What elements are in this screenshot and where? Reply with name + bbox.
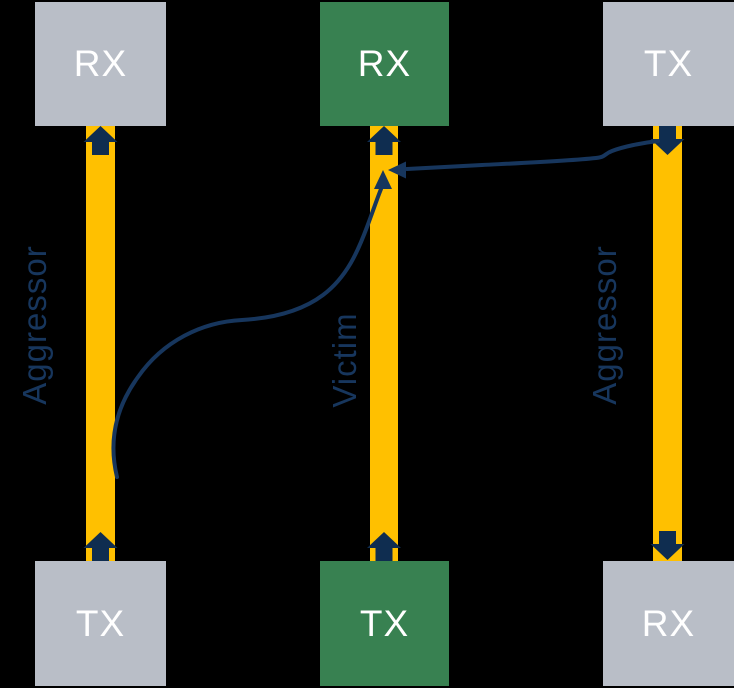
label-left-aggressor: Aggressor bbox=[16, 245, 53, 405]
box-left-top-label: RX bbox=[73, 43, 128, 84]
box-victim-bottom-tx: TX bbox=[320, 561, 449, 686]
box-left-bottom-label: TX bbox=[75, 602, 126, 644]
box-right-bottom-label: RX bbox=[641, 602, 696, 644]
label-victim: Victim bbox=[326, 312, 363, 408]
box-right-bottom-rx: RX bbox=[603, 561, 734, 686]
box-victim-top-label: RX bbox=[357, 43, 412, 84]
crosstalk-line-right-to-victim bbox=[405, 139, 660, 171]
box-right-top-label: TX bbox=[643, 43, 694, 84]
box-victim-bottom-label: TX bbox=[359, 602, 410, 644]
box-right-top-tx: TX bbox=[603, 2, 734, 126]
box-left-top-rx: RX bbox=[35, 2, 166, 126]
box-victim-top-rx: RX bbox=[320, 2, 449, 126]
trace-left-aggressor bbox=[86, 126, 115, 561]
trace-right-aggressor bbox=[653, 126, 682, 561]
box-left-bottom-tx: TX bbox=[35, 561, 166, 686]
trace-victim bbox=[370, 126, 398, 561]
label-right-aggressor: Aggressor bbox=[586, 245, 623, 405]
